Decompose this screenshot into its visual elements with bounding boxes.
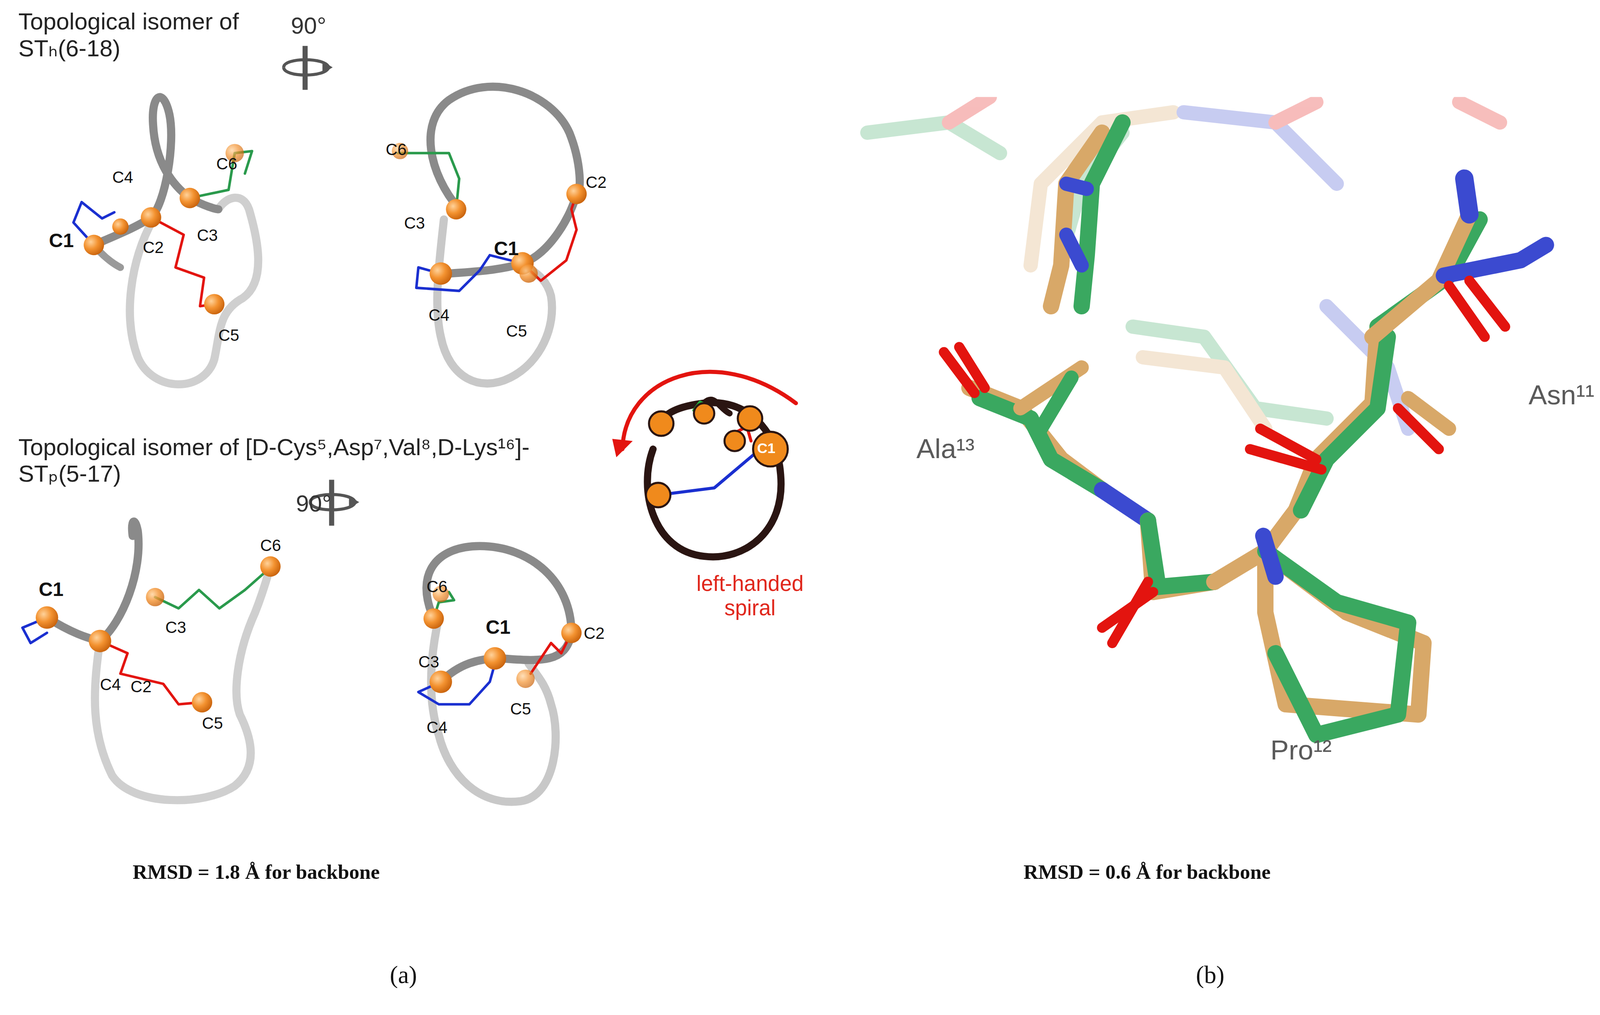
cysteine-label: C4 (112, 168, 134, 188)
rotation-angle: 90° (290, 12, 327, 40)
panel-letter: (a) (389, 961, 418, 990)
cysteine-label: C6 (426, 577, 448, 597)
cysteine-label: C1 (49, 229, 74, 252)
residue-label: Ala¹³ (916, 433, 975, 466)
cysteine-label: C2 (130, 677, 152, 697)
cysteine-label: C1 (757, 439, 776, 457)
panel-title: Topological isomer of STₕ(6-18) (18, 7, 264, 62)
cysteine-label: C4 (428, 306, 450, 326)
cysteine-label: C5 (506, 322, 528, 342)
panel-letter: (b) (1195, 961, 1225, 990)
cysteine-label: C5 (510, 700, 532, 719)
cysteine-label: C3 (165, 618, 187, 638)
residue-label: Asn¹¹ (1528, 379, 1595, 411)
residue-label: Pro¹² (1270, 734, 1332, 767)
cysteine-label: C5 (202, 714, 224, 734)
cysteine-label: C6 (385, 140, 407, 160)
rotation-angle: 90° (295, 489, 332, 517)
cysteine-label: C6 (260, 536, 282, 556)
cysteine-label: C3 (404, 214, 426, 234)
rmsd-value: RMSD = 1.8 Å for backbone (132, 860, 380, 884)
handedness-note: left-handed spiral (668, 571, 832, 621)
cysteine-label: C1 (493, 237, 519, 261)
cysteine-label: C4 (100, 675, 122, 695)
cysteine-label: C3 (197, 226, 219, 246)
cysteine-label: C2 (585, 173, 607, 193)
cysteine-label: C2 (142, 238, 164, 258)
cysteine-label: C3 (418, 652, 440, 672)
cysteine-label: C1 (485, 616, 511, 639)
cysteine-label: C1 (38, 578, 64, 601)
cysteine-label: C4 (426, 718, 448, 738)
panel-title: Topological isomer of [D-Cys⁵,Asp⁷,Val⁸,… (18, 433, 550, 488)
rmsd-value: RMSD = 0.6 Å for backbone (1023, 860, 1271, 884)
cysteine-label: C6 (216, 155, 238, 174)
cysteine-label: C2 (583, 624, 605, 644)
cysteine-label: C5 (218, 326, 240, 346)
